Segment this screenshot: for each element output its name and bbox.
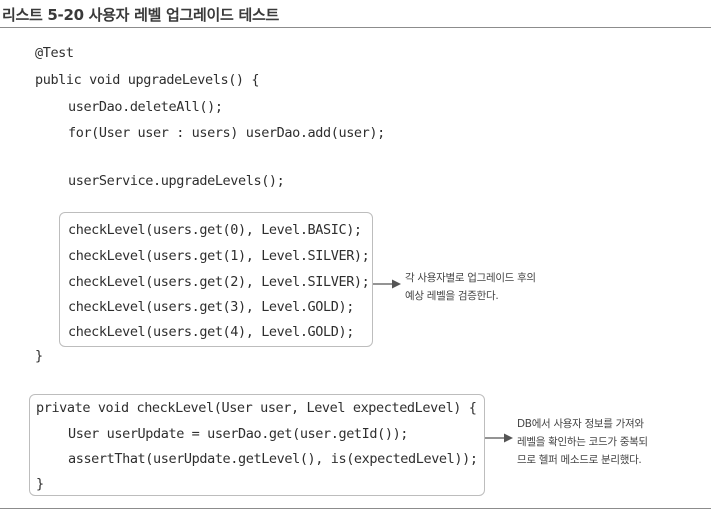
bottom-divider xyxy=(0,508,711,509)
code-check-line: checkLevel(users.get(3), Level.GOLD); xyxy=(68,299,354,315)
check-level-box xyxy=(59,212,373,347)
code-for-add: for(User user : users) userDao.add(user)… xyxy=(68,125,385,141)
code-close-brace: } xyxy=(36,476,44,492)
note-line: 레벨을 확인하는 코드가 중복되 xyxy=(517,436,648,448)
code-method-signature: public void upgradeLevels() { xyxy=(35,72,260,88)
code-helper-line: User userUpdate = userDao.get(user.getId… xyxy=(68,426,409,442)
note-line: DB에서 사용자 정보를 가져와 xyxy=(517,418,644,430)
note-line: 각 사용자별로 업그레이드 후의 xyxy=(405,272,536,284)
arrow-right-icon xyxy=(485,433,513,443)
code-check-line: checkLevel(users.get(2), Level.SILVER); xyxy=(68,274,370,290)
code-check-line: checkLevel(users.get(1), Level.SILVER); xyxy=(68,248,370,264)
code-close-brace: } xyxy=(35,348,43,364)
code-check-line: checkLevel(users.get(4), Level.GOLD); xyxy=(68,324,354,340)
code-helper-line: assertThat(userUpdate.getLevel(), is(exp… xyxy=(68,451,478,467)
note-expected-levels: 각 사용자별로 업그레이드 후의 예상 레벨을 검증한다. xyxy=(405,269,536,305)
top-divider xyxy=(0,27,711,28)
code-annotation: @Test xyxy=(35,45,74,61)
code-delete-all: userDao.deleteAll(); xyxy=(68,99,223,115)
code-upgrade-call: userService.upgradeLevels(); xyxy=(68,173,285,189)
helper-method-box xyxy=(29,394,485,496)
note-line: 예상 레벨을 검증한다. xyxy=(405,290,499,302)
code-check-line: checkLevel(users.get(0), Level.BASIC); xyxy=(68,222,362,238)
arrow-right-icon xyxy=(373,279,401,289)
listing-title: 리스트 5-20 사용자 레벨 업그레이드 테스트 xyxy=(2,6,279,24)
note-helper-method: DB에서 사용자 정보를 가져와 레벨을 확인하는 코드가 중복되 므로 헬퍼 … xyxy=(517,415,648,469)
note-line: 므로 헬퍼 메소드로 분리했다. xyxy=(517,454,642,466)
code-helper-signature: private void checkLevel(User user, Level… xyxy=(36,400,477,416)
